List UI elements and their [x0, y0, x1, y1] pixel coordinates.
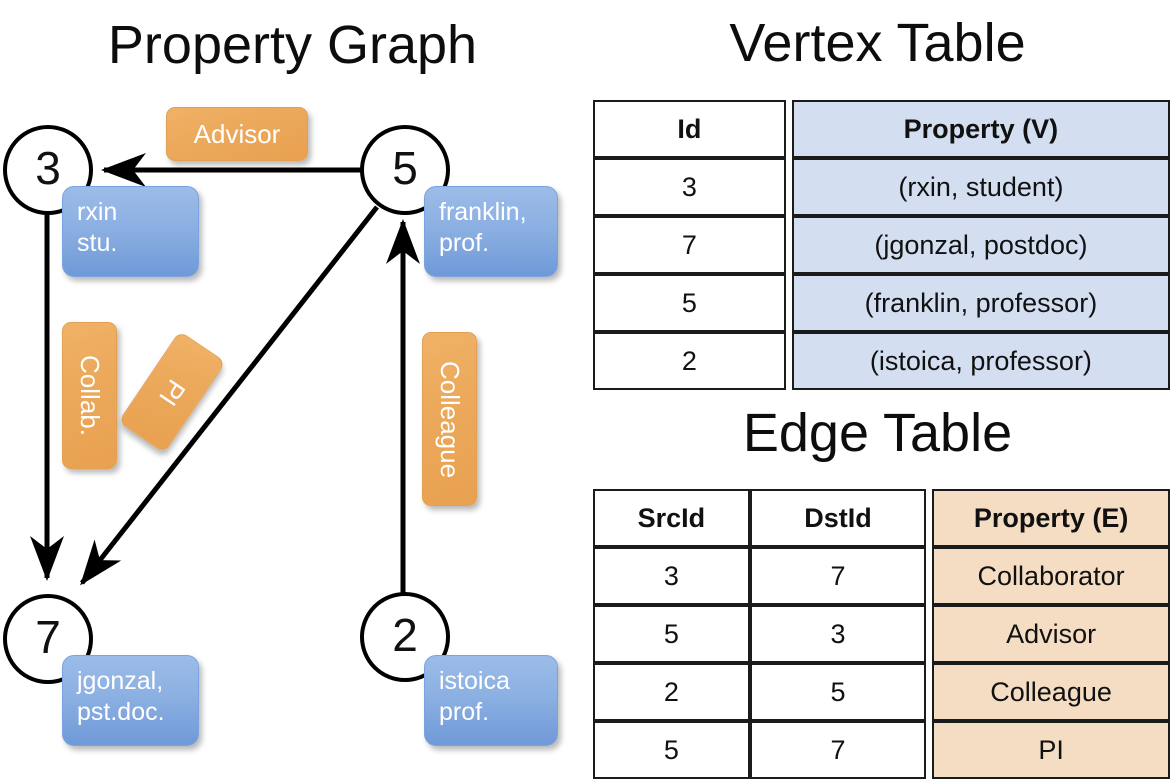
property-graph-edges: [30, 153, 420, 593]
table-header-row: SrcId DstId Property (E): [593, 489, 1170, 547]
node-5-property-box: franklin, prof.: [424, 186, 558, 277]
graph-node-7-label: 7: [35, 611, 61, 663]
graph-node-5-label: 5: [392, 142, 418, 194]
node-7-property-box: jgonzal, pst.doc.: [62, 655, 199, 746]
page-title-edge-table: Edge Table: [742, 403, 1013, 463]
node-3-property-line-2: stu.: [77, 229, 118, 257]
node-7-property-line-2: pst.doc.: [77, 698, 165, 726]
node-2-property-box: istoica prof.: [424, 655, 558, 746]
edge-table-header-srcid: SrcId: [593, 489, 750, 547]
edge-row-3-dstid: 7: [749, 721, 927, 779]
table-row: 3 (rxin, student): [593, 158, 1170, 216]
page-title-property-graph: Property Graph: [107, 15, 478, 75]
table-row: 5 3 Advisor: [593, 605, 1170, 663]
edge-row-1-property: Advisor: [932, 605, 1170, 663]
edge-row-0-dstid: 7: [749, 547, 927, 605]
graph-node-2[interactable]: 2: [360, 592, 450, 682]
edge-label-collab-text: Collab.: [75, 355, 105, 436]
edge-5-to-7-pi: [80, 205, 379, 586]
edge-row-0-srcid: 3: [593, 547, 750, 605]
node-7-property-line-1: jgonzal,: [77, 667, 164, 695]
edge-label-pi-text: PI: [153, 373, 192, 411]
edge-row-3-srcid: 5: [593, 721, 750, 779]
table-row: 7 (jgonzal, postdoc): [593, 216, 1170, 274]
table-row: 2 (istoica, professor): [593, 332, 1170, 390]
graph-node-3-label: 3: [35, 142, 61, 194]
edge-row-2-dstid: 5: [749, 663, 927, 721]
edge-label-colleague-text: Colleague: [435, 360, 465, 478]
graph-node-5[interactable]: 5: [360, 125, 450, 215]
page-title-vertex-table: Vertex Table: [729, 13, 1026, 73]
node-3-property-line-1: rxin: [77, 198, 118, 226]
edge-row-1-dstid: 3: [749, 605, 927, 663]
table-row: 3 7 Collaborator: [593, 547, 1170, 605]
vertex-row-1-property: (jgonzal, postdoc): [791, 216, 1170, 274]
edge-label-advisor-text: Advisor: [193, 118, 281, 149]
edge-label-collab: Collab.: [62, 322, 117, 469]
edge-label-advisor: Advisor: [166, 107, 308, 161]
edge-table: SrcId DstId Property (E) 3 7 Collaborato…: [593, 489, 1170, 779]
table-row: 5 7 PI: [593, 721, 1170, 779]
edge-row-2-property: Colleague: [932, 663, 1170, 721]
vertex-table: Id Property (V) 3 (rxin, student) 7 (jgo…: [593, 100, 1170, 390]
edge-row-2-srcid: 2: [593, 663, 750, 721]
graph-node-2-label: 2: [392, 609, 418, 661]
vertex-row-2-property: (franklin, professor): [791, 274, 1170, 332]
vertex-row-2-id: 5: [593, 274, 786, 332]
node-3-property-box: rxin stu.: [62, 186, 199, 277]
edge-row-0-property: Collaborator: [932, 547, 1170, 605]
vertex-row-0-property: (rxin, student): [791, 158, 1170, 216]
node-2-property-line-1: istoica: [439, 667, 510, 695]
node-5-property-line-2: prof.: [439, 229, 490, 257]
vertex-row-1-id: 7: [593, 216, 786, 274]
table-row: 2 5 Colleague: [593, 663, 1170, 721]
node-5-property-line-1: franklin,: [439, 198, 527, 226]
edge-row-1-srcid: 5: [593, 605, 750, 663]
slide-canvas: Property Graph Vertex Table Edge Table 3…: [3, 13, 1170, 779]
vertex-row-3-property: (istoica, professor): [791, 332, 1170, 390]
edge-row-3-property: PI: [932, 721, 1170, 779]
vertex-row-3-id: 2: [593, 332, 786, 390]
table-header-row: Id Property (V): [593, 100, 1170, 158]
edge-table-header-dstid: DstId: [749, 489, 927, 547]
vertex-table-header-id: Id: [593, 100, 786, 158]
vertex-row-0-id: 3: [593, 158, 786, 216]
edge-label-colleague: Colleague: [422, 332, 477, 506]
node-2-property-line-2: prof.: [439, 698, 490, 726]
edge-table-header-property: Property (E): [932, 489, 1170, 547]
table-row: 5 (franklin, professor): [593, 274, 1170, 332]
vertex-table-header-property: Property (V): [791, 100, 1170, 158]
